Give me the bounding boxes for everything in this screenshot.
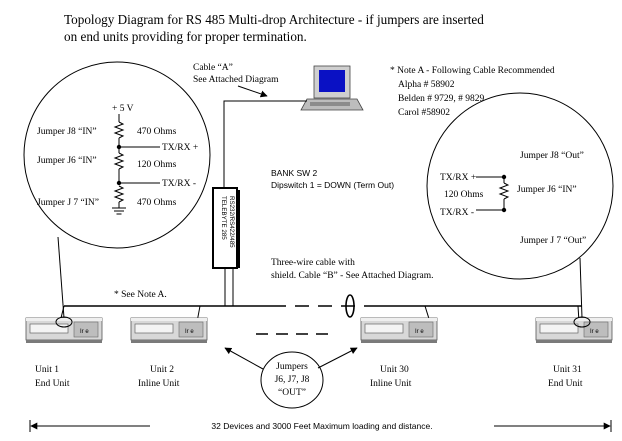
diagram-title-line1: Topology Diagram for RS 485 Multi-drop A… <box>64 12 484 27</box>
unit-1-role: End Unit <box>35 379 70 389</box>
right-termination-detail <box>426 92 614 280</box>
left-resistor-bottom: 470 Ohms <box>137 198 177 208</box>
unit-30-device: Ir e <box>360 317 438 344</box>
right-jumper-j7: Jumper J 7 “Out” <box>520 236 586 246</box>
left-txrx-plus: TX/RX + <box>162 143 198 153</box>
unit-1-badge: Ir e <box>80 329 89 335</box>
cable-b-note: shield. Cable “B” - See Attached Diagram… <box>271 271 434 281</box>
unit-1-name: Unit 1 <box>35 365 59 375</box>
left-jumper-j6: Jumper J6 “IN” <box>37 156 97 166</box>
resistor-mid-symbol <box>113 152 125 170</box>
unit-2-name: Unit 2 <box>150 365 174 375</box>
converter-subtitle: RS232/RS422/485 <box>228 196 235 248</box>
note-a-heading: * Note A - Following Cable Recommended <box>390 66 555 76</box>
jumpers-arrow-unit2 <box>224 347 264 370</box>
unit-31-device: Ir e <box>535 317 613 344</box>
unit-1-highlight <box>55 316 73 328</box>
unit-31-badge: Ir e <box>590 329 599 335</box>
left-jumper-j8: Jumper J8 “IN” <box>37 127 97 137</box>
cable-a-arrow <box>237 85 268 98</box>
resistor-bottom-symbol <box>113 185 125 203</box>
right-resistor-value: 120 Ohms <box>444 190 484 200</box>
left-termination-detail <box>23 61 211 249</box>
left-jumper-j7: Jumper J 7 “IN” <box>37 198 99 208</box>
jumpers-bubble-title: Jumpers <box>276 362 308 372</box>
note-a-cable-belden: Belden # 9729, # 9829 <box>398 94 485 104</box>
right-jumper-j6: Jumper J6 “IN” <box>517 185 577 195</box>
note-a-cable-carol: Carol #58902 <box>398 108 450 118</box>
right-resistor-symbol <box>498 182 510 200</box>
unit-30-badge: Ir e <box>415 329 424 335</box>
jumpers-arrow-unit30 <box>317 347 358 369</box>
jumpers-bubble-state: “OUT” <box>278 388 306 398</box>
right-jumper-j8: Jumper J8 “Out” <box>520 151 584 161</box>
rs232-rs485-converter: TELEBYTE 285 RS232/RS422/485 <box>212 187 240 269</box>
cable-a-label: Cable “A” <box>193 63 233 73</box>
bank-switch-label: BANK SW 2 <box>271 168 318 178</box>
jumpers-bubble-list: J6, J7, J8 <box>275 375 310 385</box>
unit-2-role: Inline Unit <box>138 379 180 389</box>
computer-icon <box>300 65 364 111</box>
unit-2-badge: Ir e <box>185 329 194 335</box>
left-resistor-top: 470 Ohms <box>137 127 177 137</box>
cable-a-wire <box>223 100 307 195</box>
span-caption: 32 Devices and 3000 Feet Maximum loading… <box>211 421 432 431</box>
unit-31-name: Unit 31 <box>553 365 582 375</box>
note-a-cable-alpha: Alpha # 58902 <box>398 80 455 90</box>
supply-voltage-label: + 5 V <box>112 104 134 114</box>
jumpers-out-bubble <box>260 351 324 409</box>
left-txrx-minus: TX/RX - <box>162 179 196 189</box>
unit-1-device: Ir e <box>25 317 103 344</box>
see-note-a: * See Note A. <box>114 290 167 300</box>
unit-31-role: End Unit <box>548 379 583 389</box>
right-txrx-minus: TX/RX - <box>440 208 474 218</box>
right-txrx-plus: TX/RX + <box>440 173 476 183</box>
resistor-top-symbol <box>113 121 125 139</box>
cable-b-label: Three-wire cable with <box>271 258 355 268</box>
diagram-title-line2: on end units providing for proper termin… <box>64 29 307 44</box>
unit-30-role: Inline Unit <box>370 379 412 389</box>
cable-a-note: See Attached Diagram <box>193 75 279 85</box>
unit-2-device: Ir e <box>130 317 208 344</box>
left-resistor-mid: 120 Ohms <box>137 160 177 170</box>
unit-30-name: Unit 30 <box>380 365 409 375</box>
unit-31-highlight <box>573 316 591 328</box>
converter-label: TELEBYTE 285 <box>220 196 227 240</box>
dipswitch-setting: Dipswitch 1 = DOWN (Term Out) <box>271 180 394 190</box>
